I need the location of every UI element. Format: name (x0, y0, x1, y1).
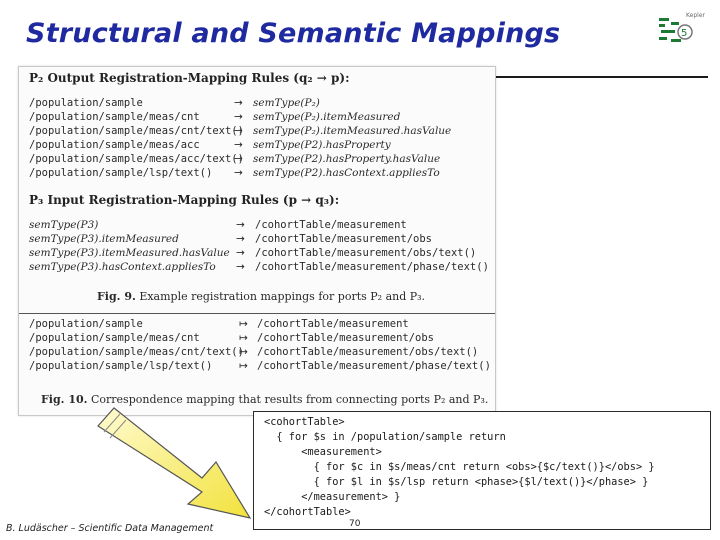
rule-rhs: /cohortTable/measurement/obs/text() (257, 346, 479, 358)
rule-lhs: semType(P3).itemMeasured (29, 233, 179, 245)
rule-rhs: semType(P2).hasContext.appliesTo (253, 167, 440, 179)
fig9-caption-text: Example registration mappings for ports … (139, 290, 426, 303)
rule-arrow: ↦ (239, 360, 248, 372)
rule-lhs: /population/sample/lsp/text() (29, 167, 213, 179)
slide-title: Structural and Semantic Mappings (26, 18, 561, 49)
xquery-code-box: <cohortTable> { for $s in /population/sa… (253, 411, 711, 530)
rule-rhs: /cohortTable/measurement (255, 219, 407, 231)
rule-lhs: /population/sample/meas/acc (29, 139, 200, 151)
page-number: 70 (349, 519, 361, 529)
rule-arrow: → (234, 139, 243, 151)
code-line: { for $c in $s/meas/cnt return <obs>{$c/… (264, 461, 655, 473)
rule-arrow: → (234, 97, 243, 109)
code-line: { for $l in $s/lsp return <phase>{$l/tex… (264, 476, 649, 488)
slide-footer: B. Ludäscher – Scientific Data Managemen… (6, 523, 214, 534)
fig10-caption: Fig. 10. Correspondence mapping that res… (41, 393, 488, 406)
logo-text: Kepler (686, 12, 705, 19)
rule-lhs: /population/sample (29, 97, 143, 109)
rule-arrow: ↦ (239, 346, 248, 358)
paper-figure: P₂ Output Registration-Mapping Rules (q₂… (18, 66, 496, 416)
output-rules-heading: P₂ Output Registration-Mapping Rules (q₂… (29, 71, 350, 85)
rule-arrow: → (234, 153, 243, 165)
code-line: </measurement> } (264, 491, 401, 503)
rule-rhs: /cohortTable/measurement (257, 318, 409, 330)
fig9-caption: Fig. 9. Example registration mappings fo… (97, 290, 425, 303)
code-line: <cohortTable> (264, 416, 345, 428)
rule-arrow: → (236, 261, 245, 273)
rule-rhs: /cohortTable/measurement/obs (257, 332, 435, 344)
rule-arrow: ↦ (239, 318, 248, 330)
svg-text:5: 5 (681, 28, 687, 39)
rule-arrow: → (234, 111, 243, 123)
rule-rhs: semType(P₂).itemMeasured.hasValue (253, 125, 452, 137)
code-line: { for $s in /population/sample return (264, 431, 506, 443)
kepler-logo: 5 Kepler (655, 12, 705, 52)
rule-arrow: → (234, 167, 243, 179)
rule-lhs: /population/sample/meas/cnt/text() (29, 346, 244, 358)
code-line: </cohortTable> (264, 506, 351, 518)
rule-lhs: semType(P3).hasContext.appliesTo (29, 261, 216, 273)
rule-arrow: ↦ (239, 332, 248, 344)
rule-lhs: /population/sample/meas/acc/text() (29, 153, 244, 165)
rule-lhs: /population/sample/lsp/text() (29, 360, 213, 372)
code-line: <measurement> (264, 446, 382, 458)
yellow-arrow-icon (97, 407, 252, 519)
rule-rhs: semType(P₂) (253, 97, 320, 109)
rule-arrow: → (236, 219, 245, 231)
fig9-label: Fig. 9. (97, 290, 136, 303)
rule-rhs: semType(P₂).itemMeasured (253, 111, 401, 123)
rule-rhs: /cohortTable/measurement/phase/text() (257, 360, 491, 372)
fig10-label: Fig. 10. (41, 393, 88, 406)
rule-lhs: /population/sample/meas/cnt (29, 332, 200, 344)
rule-rhs: /cohortTable/measurement/obs (255, 233, 433, 245)
rule-lhs: /population/sample/meas/cnt (29, 111, 200, 123)
rule-lhs: /population/sample/meas/cnt/text() (29, 125, 244, 137)
rule-lhs: semType(P3) (29, 219, 99, 231)
rule-arrow: → (236, 233, 245, 245)
rule-rhs: /cohortTable/measurement/obs/text() (255, 247, 477, 259)
fig10-caption-text: Correspondence mapping that results from… (90, 393, 489, 406)
rule-lhs: semType(P3).itemMeasured.hasValue (29, 247, 230, 259)
rule-rhs: semType(P2).hasProperty.hasValue (253, 153, 441, 165)
rule-lhs: /population/sample (29, 318, 143, 330)
figure-divider (19, 313, 495, 314)
title-divider (494, 76, 708, 78)
rule-rhs: /cohortTable/measurement/phase/text() (255, 261, 489, 273)
rule-rhs: semType(P2).hasProperty (253, 139, 391, 151)
rule-arrow: → (234, 125, 243, 137)
rule-arrow: → (236, 247, 245, 259)
input-rules-heading: P₃ Input Registration-Mapping Rules (p →… (29, 193, 340, 207)
kepler-logo-icon: 5 (659, 18, 693, 42)
